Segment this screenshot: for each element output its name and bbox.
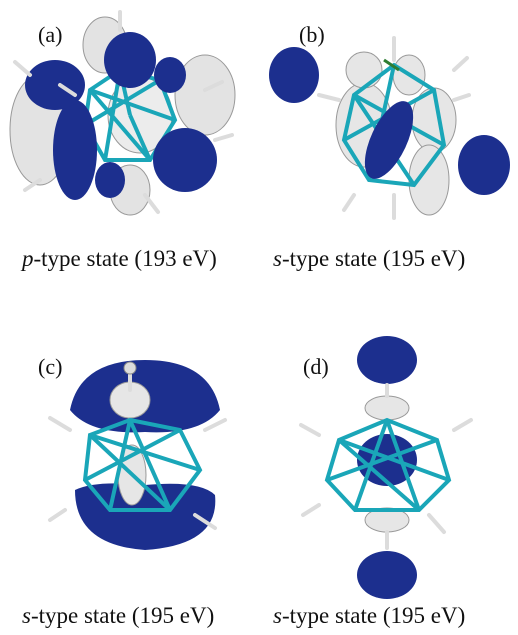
- panel-tag: (c): [38, 354, 63, 379]
- panel-tag: (a): [38, 22, 63, 47]
- caption-text: -type state (195 eV): [281, 603, 466, 628]
- caption-text: -type state (195 eV): [281, 246, 466, 271]
- caption-orbital-letter: s: [273, 246, 282, 271]
- panel-a: (a) p-type state (193 eV): [0, 0, 259, 300]
- panel-caption: s-type state (195 eV): [273, 603, 465, 629]
- panel-tag: (d): [303, 354, 329, 379]
- panel-caption: s-type state (195 eV): [273, 246, 465, 272]
- orbital-render-d: [299, 336, 473, 599]
- boron-accent-b: [383, 58, 400, 72]
- caption-text: -type state (195 eV): [30, 603, 215, 628]
- orbital-render-b: [269, 36, 510, 220]
- panel-c: (c) s-type state (195 eV): [0, 320, 259, 635]
- panel-d: (d) s-type state (195 eV): [259, 320, 518, 635]
- hydrogen-bonds-c: [48, 373, 227, 530]
- hydrogen-bonds-b: [317, 36, 471, 220]
- panel-tag: (b): [299, 22, 325, 47]
- positive-lobes-b: [269, 47, 510, 195]
- hydrogen-bonds-d: [299, 383, 473, 550]
- panel-b: (b) s-type state (195 eV): [259, 0, 518, 300]
- hydrogen-atom-c: [123, 361, 137, 375]
- positive-lobes-c: [70, 360, 220, 550]
- hydrogen-bonds-a: [13, 10, 234, 214]
- orbital-render-a: [9, 10, 236, 216]
- caption-text: -type state (193 eV): [33, 246, 217, 271]
- panel-caption: s-type state (195 eV): [22, 603, 214, 629]
- caption-orbital-letter: s: [273, 603, 282, 628]
- positive-lobes-a: [25, 32, 217, 200]
- bond-cage-d: [324, 417, 452, 512]
- orbital-render-c: [48, 360, 227, 550]
- caption-orbital-letter: p: [22, 246, 34, 271]
- bond-cage-c: [82, 417, 203, 512]
- panel-caption: p-type state (193 eV): [22, 246, 217, 272]
- caption-orbital-letter: s: [22, 603, 31, 628]
